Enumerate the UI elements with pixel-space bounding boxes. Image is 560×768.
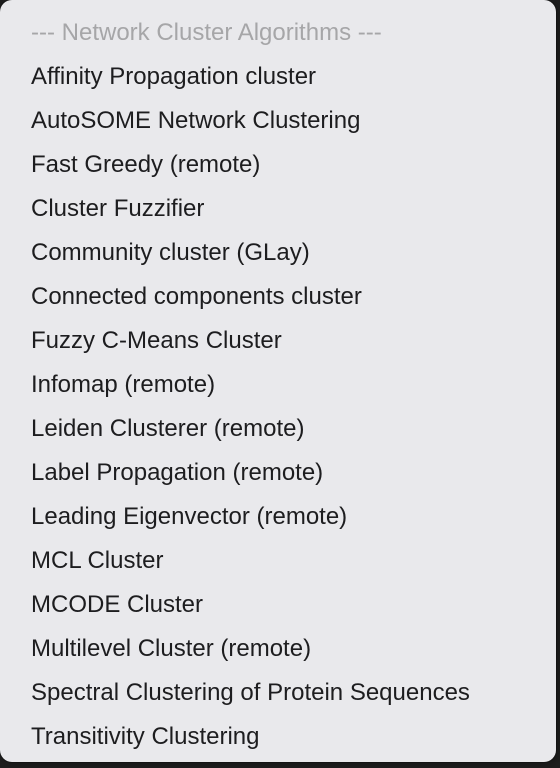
menu-item-leading-eigenvector[interactable]: Leading Eigenvector (remote)	[31, 503, 348, 530]
menu-item-infomap[interactable]: Infomap (remote)	[31, 371, 216, 398]
menu-item-autosome[interactable]: AutoSOME Network Clustering	[31, 107, 361, 134]
menu-item-fuzzy-c-means[interactable]: Fuzzy C-Means Cluster	[31, 327, 282, 354]
menu-item-transitivity[interactable]: Transitivity Clustering	[31, 723, 260, 750]
menu-item-spectral-clustering[interactable]: Spectral Clustering of Protein Sequences	[31, 679, 470, 706]
menu-item-affinity-propagation[interactable]: Affinity Propagation cluster	[31, 63, 317, 90]
menu-item-community-glay[interactable]: Community cluster (GLay)	[31, 239, 310, 266]
menu-item-fast-greedy[interactable]: Fast Greedy (remote)	[31, 151, 261, 178]
menu-item-connected-components[interactable]: Connected components cluster	[31, 283, 362, 310]
menu-group-header: --- Network Cluster Algorithms ---	[31, 19, 382, 46]
menu-item-mcl[interactable]: MCL Cluster	[31, 547, 164, 574]
menu-item-multilevel[interactable]: Multilevel Cluster (remote)	[31, 635, 312, 662]
menu-item-label-propagation[interactable]: Label Propagation (remote)	[31, 459, 324, 486]
menu-item-mcode[interactable]: MCODE Cluster	[31, 591, 204, 618]
menu-item-cluster-fuzzifier[interactable]: Cluster Fuzzifier	[31, 195, 205, 222]
menu-item-leiden[interactable]: Leiden Clusterer (remote)	[31, 415, 305, 442]
